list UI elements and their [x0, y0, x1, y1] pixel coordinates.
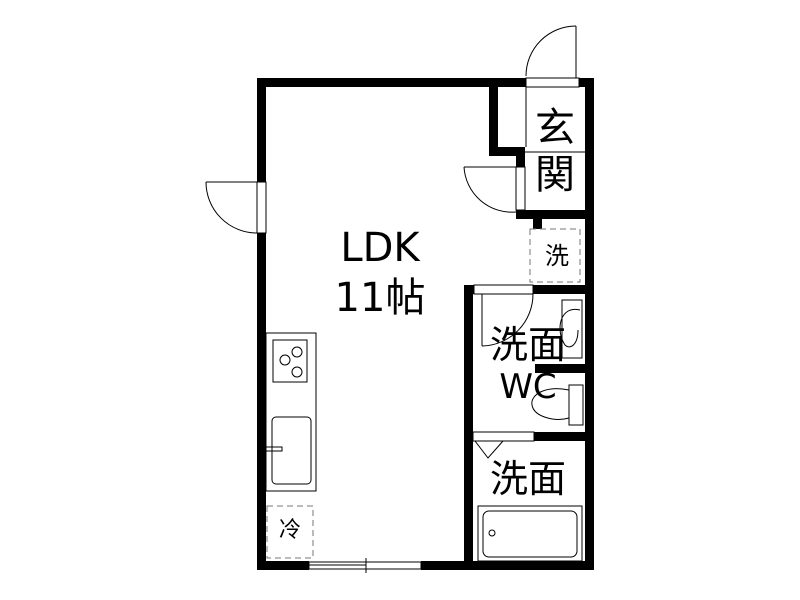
wash-basin	[559, 299, 583, 359]
washroom-wc-label-2: WC	[499, 367, 557, 407]
kitchen-counter	[265, 332, 317, 492]
bath-door[interactable]	[472, 431, 535, 459]
washroom-wc-label-1: 洗面	[489, 323, 566, 367]
washer-label: 洗	[545, 242, 569, 270]
window-bottom[interactable]	[308, 558, 422, 573]
washer-space	[529, 228, 581, 283]
entrance-label-1: 玄	[535, 105, 575, 151]
inner-door[interactable]	[463, 166, 526, 213]
toilet	[531, 384, 584, 426]
side-door[interactable]	[205, 181, 267, 234]
bath-label: 洗面	[489, 457, 566, 501]
outer-walls	[257, 78, 594, 570]
bathtub	[477, 505, 583, 562]
fridge-label: 冷	[278, 518, 301, 543]
fridge-space	[266, 505, 314, 559]
entrance-label-2: 関	[535, 152, 575, 198]
room-size-ldk: 11帖	[334, 275, 426, 321]
washroom-door[interactable]	[473, 284, 534, 347]
room-name-ldk: LDK	[340, 225, 420, 271]
entrance-door[interactable]	[525, 25, 580, 147]
interior-walls	[464, 87, 585, 570]
